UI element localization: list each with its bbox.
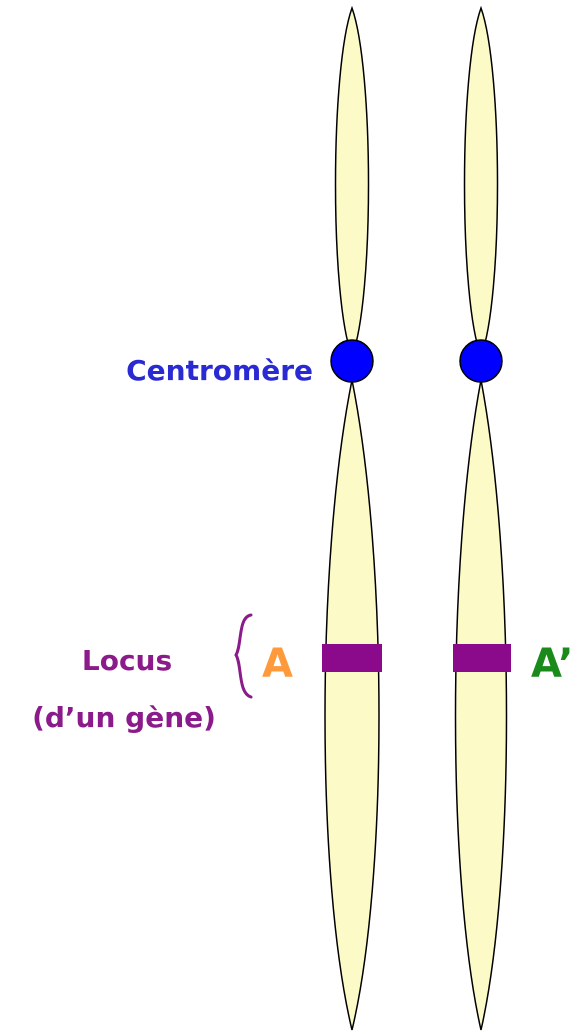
centromere-label: Centromère	[126, 354, 313, 387]
chromosome-left	[322, 8, 382, 1030]
locus-brace	[236, 615, 251, 697]
chromosome-right-upper-arm	[465, 8, 498, 356]
chromosome-right-lower-arm	[456, 380, 507, 1030]
allele-label-right: A’	[531, 641, 573, 687]
locus-band-left	[322, 644, 382, 672]
chromosome-left-upper-arm	[336, 8, 369, 356]
centromere-left	[331, 340, 373, 382]
allele-label-left: A	[262, 641, 293, 687]
locus-band-right	[453, 644, 511, 672]
centromere-right	[460, 340, 502, 382]
chromosome-right	[453, 8, 511, 1030]
locus-label-line1: Locus	[82, 644, 172, 677]
locus-label-line2: (d’un gène)	[32, 701, 216, 734]
chromosome-left-lower-arm	[325, 380, 379, 1030]
